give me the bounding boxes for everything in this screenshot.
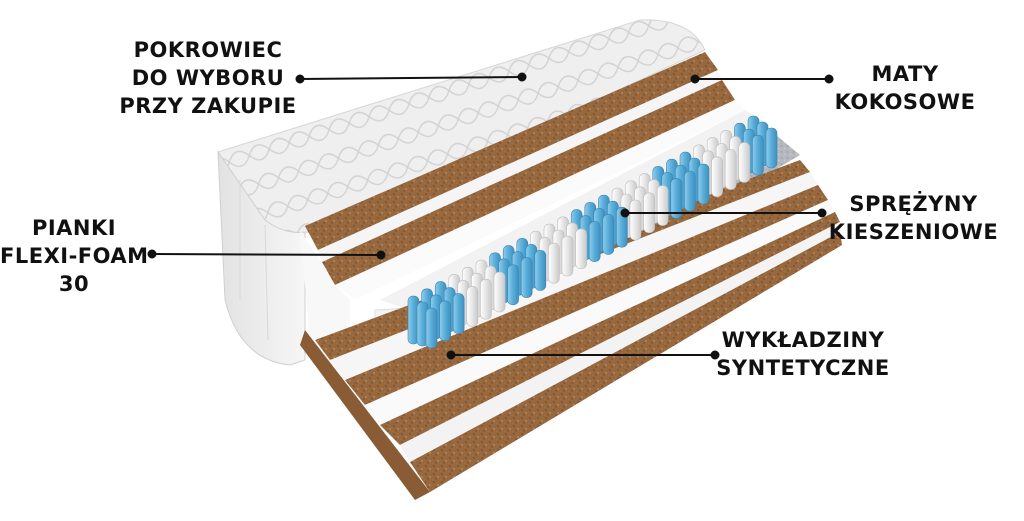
blue-pocket-spring: [670, 178, 683, 219]
blue-pocket-spring: [520, 257, 533, 298]
blue-pocket-spring: [439, 300, 451, 342]
cover-leader: [295, 72, 527, 84]
cover-layer: [217, 19, 706, 366]
white-pocket-spring: [466, 286, 479, 327]
blue-pocket-spring: [425, 307, 438, 349]
white-pocket-spring: [575, 228, 587, 270]
white-pocket-spring: [656, 185, 669, 226]
blue-pocket-spring: [588, 221, 601, 262]
foam-leader: [147, 249, 386, 260]
foam-label-line-3: 30: [58, 272, 90, 296]
springs-label-line-2: KIESZENIOWE: [828, 220, 999, 244]
coconut-label: MATY KOKOSOWE: [830, 60, 980, 116]
pocket-springs: [407, 115, 778, 349]
white-pocket-spring: [724, 149, 737, 190]
springs-label: SPRĘŻYNY KIESZENIOWE: [826, 190, 1001, 246]
foam-label-line-1: PIANKI: [31, 216, 117, 240]
blue-pocket-spring: [452, 293, 465, 334]
springs-label-line-1: SPRĘŻYNY: [849, 192, 978, 216]
blue-pocket-spring: [534, 250, 547, 291]
blue-pocket-spring: [684, 170, 696, 212]
cover-label: POKROWIEC DO WYBORU PRZY ZAKUPIE: [118, 36, 298, 120]
blue-pocket-spring: [765, 127, 778, 169]
synthetic-leader: [446, 350, 720, 360]
white-pocket-spring: [738, 142, 751, 183]
cover-label-line-1: POKROWIEC: [133, 38, 283, 62]
blue-pocket-spring: [697, 163, 710, 205]
cover-label-line-2: DO WYBORU: [131, 66, 285, 90]
leader-lines: [147, 72, 834, 360]
cover-label-line-3: PRZY ZAKUPIE: [119, 94, 297, 118]
foam-label: PIANKI FLEXI-FOAM 30: [0, 214, 148, 298]
white-pocket-spring: [711, 156, 723, 198]
synthetic-label-line-2: SYNTETYCZNE: [716, 356, 890, 380]
white-pocket-spring: [480, 278, 492, 320]
white-pocket-spring: [561, 235, 574, 277]
foam-label-line-2: FLEXI-FOAM: [0, 244, 149, 268]
blue-pocket-spring: [752, 134, 764, 176]
blue-pocket-spring: [602, 214, 615, 255]
springs-leader: [620, 208, 827, 218]
coconut-label-line-2: KOKOSOWE: [834, 90, 976, 114]
synthetic-label: WYKŁADZINY SYNTETYCZNE: [712, 326, 894, 382]
white-pocket-spring: [548, 242, 560, 284]
synthetic-label-line-1: WYKŁADZINY: [721, 328, 885, 352]
coconut-leader: [690, 74, 834, 84]
blue-pocket-spring: [507, 264, 519, 306]
white-pocket-spring: [493, 271, 506, 313]
white-pocket-spring: [629, 199, 642, 241]
coconut-label-line-1: MATY: [871, 62, 939, 86]
